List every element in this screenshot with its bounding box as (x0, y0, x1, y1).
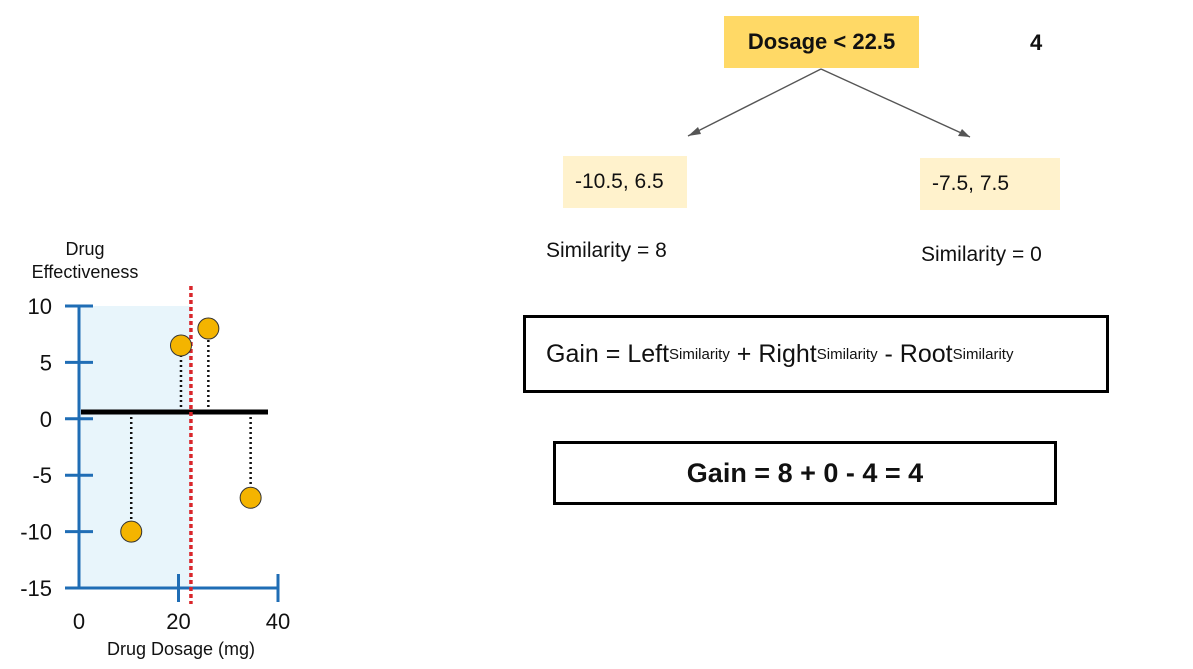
x-tick-label: 0 (73, 609, 85, 634)
gain-result-box: Gain = 8 + 0 - 4 = 4 (553, 441, 1057, 505)
formula-root: Root (899, 339, 953, 368)
gain-result: Gain = 8 + 0 - 4 = 4 (686, 457, 924, 488)
chart-ylabel-line1: Drug (65, 239, 105, 259)
tree-edges (687, 68, 971, 138)
data-point (197, 317, 220, 340)
formula-plus: + (729, 339, 759, 368)
chart-ylabel-line2: Effectiveness (31, 262, 139, 282)
left-similarity: Similarity = 8 (546, 239, 667, 262)
y-tick-label: 10 (28, 294, 52, 319)
y-tick-label: 0 (40, 407, 52, 432)
formula-root-sub: Similarity (952, 345, 1014, 363)
x-tick-label: 40 (266, 609, 290, 634)
left-leaf-node: -10.5, 6.5 (563, 156, 687, 208)
formula-left-sub: Similarity (669, 345, 730, 363)
data-point (239, 486, 262, 509)
formula-minus: - (877, 339, 900, 368)
y-tick-label: -5 (32, 463, 52, 488)
right-leaf-node: -7.5, 7.5 (920, 158, 1060, 210)
formula-gain: Gain = (546, 339, 628, 368)
right-similarity: Similarity = 0 (921, 243, 1042, 266)
formula-right-sub: Similarity (816, 345, 878, 363)
root-similarity: 4 (1030, 30, 1043, 55)
x-axis-label: Drug Dosage (mg) (107, 639, 255, 659)
chart-ylabel: Drug Effectiveness (20, 238, 150, 284)
formula-left: Left (627, 339, 670, 368)
data-point (120, 520, 143, 543)
y-tick-label: -10 (20, 520, 52, 545)
tree-root-node: Dosage < 22.5 (724, 16, 919, 68)
y-tick-label: -15 (20, 576, 52, 601)
data-point (169, 334, 192, 357)
y-tick-label: 5 (40, 350, 52, 375)
formula-right: Right (758, 339, 817, 368)
x-tick-label: 20 (166, 609, 190, 634)
